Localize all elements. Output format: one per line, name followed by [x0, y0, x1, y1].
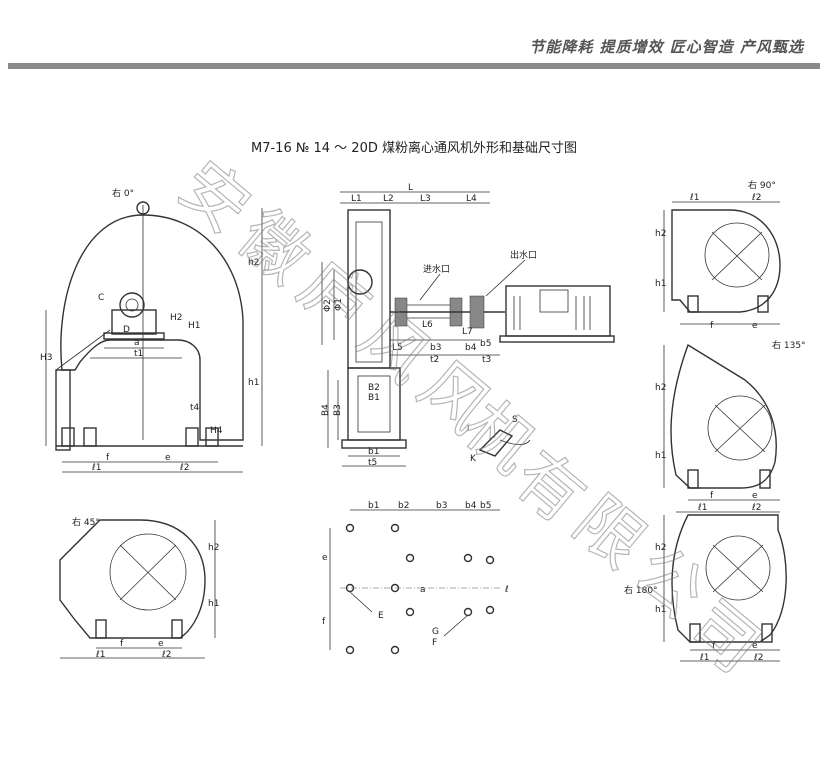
svg-text:H2: H2: [170, 313, 183, 323]
svg-text:ℓ2: ℓ2: [753, 653, 763, 663]
svg-text:f: f: [106, 453, 110, 463]
svg-text:f: f: [120, 639, 124, 649]
view-right-0: 右 0° C D H2 H1 a t1 H3 h2 h1 t4: [40, 187, 263, 473]
view-right-45: 右 45° h2 h1 f e ℓ1 ℓ2: [59, 516, 219, 660]
svg-text:h2: h2: [655, 383, 666, 393]
orientation-right-0: 右 0°: [112, 187, 134, 199]
svg-text:t4: t4: [190, 403, 200, 413]
svg-text:进水口: 进水口: [423, 263, 450, 275]
svg-text:ℓ1: ℓ1: [689, 193, 699, 203]
pedestal: [347, 367, 401, 441]
view-foundation: b1 b2 b3 b4 b5 e a f ℓ E G F: [322, 501, 509, 655]
svg-text:L3: L3: [420, 194, 431, 204]
svg-text:e: e: [752, 641, 758, 651]
svg-text:b5: b5: [480, 339, 491, 349]
svg-text:ℓ1: ℓ1: [699, 653, 709, 663]
inlet-flange: [347, 269, 373, 295]
svg-text:B4: B4: [321, 404, 331, 416]
svg-text:h1: h1: [248, 378, 259, 388]
svg-text:t5: t5: [368, 458, 377, 468]
bearing-0: [119, 292, 145, 318]
svg-text:ℓ2: ℓ2: [161, 650, 171, 660]
view-side: L L1 L2 L3 L4 L6 进水口 出水口 Φ2 Φ1: [321, 183, 615, 468]
svg-text:出水口: 出水口: [510, 249, 537, 261]
svg-text:S: S: [512, 415, 518, 425]
svg-text:Φ2: Φ2: [323, 299, 333, 312]
svg-text:ℓ1: ℓ1: [697, 503, 707, 513]
svg-text:b1: b1: [368, 447, 379, 457]
svg-text:L: L: [408, 183, 413, 193]
svg-text:D: D: [123, 325, 130, 335]
header-slogan: 节能降耗 提质增效 匠心智造 产风甄选: [529, 38, 804, 56]
svg-text:b2: b2: [398, 501, 409, 511]
svg-text:右 135°: 右 135°: [772, 339, 806, 351]
svg-text:b3: b3: [430, 343, 441, 353]
svg-text:h2: h2: [248, 258, 259, 268]
svg-text:t1: t1: [134, 349, 143, 359]
svg-text:L2: L2: [383, 194, 394, 204]
svg-text:e: e: [752, 321, 758, 331]
svg-text:e: e: [165, 453, 171, 463]
svg-text:L7: L7: [462, 327, 473, 337]
svg-text:E: E: [378, 611, 384, 621]
svg-text:C: C: [98, 293, 104, 303]
lifting-eye-0: [136, 201, 150, 215]
svg-text:f: f: [712, 641, 716, 651]
svg-text:F: F: [432, 638, 437, 648]
svg-text:B2: B2: [368, 383, 380, 393]
svg-text:H4: H4: [210, 426, 223, 436]
drawing-title: M7-16 № 14 ～ 20D 煤粉离心通风机外形和基础尺寸图: [251, 141, 577, 156]
svg-text:G: G: [432, 627, 439, 637]
svg-text:ℓ2: ℓ2: [751, 503, 761, 513]
svg-text:H1: H1: [188, 321, 201, 331]
svg-text:h1: h1: [655, 451, 666, 461]
svg-text:h1: h1: [208, 599, 219, 609]
svg-text:B1: B1: [368, 393, 380, 403]
svg-text:t2: t2: [430, 355, 439, 365]
svg-text:右 180°: 右 180°: [624, 584, 658, 596]
svg-text:K: K: [470, 454, 477, 464]
svg-text:f: f: [322, 617, 326, 627]
svg-text:L5: L5: [392, 343, 403, 353]
svg-text:b3: b3: [436, 501, 447, 511]
svg-text:e: e: [752, 491, 758, 501]
svg-text:h1: h1: [655, 605, 666, 615]
view-right-180: 右 180° h2 h1 f e ℓ1 ℓ2: [624, 514, 787, 663]
svg-text:右 90°: 右 90°: [748, 179, 776, 191]
svg-text:a: a: [420, 585, 426, 595]
svg-text:e: e: [158, 639, 164, 649]
svg-text:L6: L6: [422, 320, 433, 330]
svg-text:b4: b4: [465, 343, 477, 353]
svg-text:b5: b5: [480, 501, 491, 511]
svg-text:b1: b1: [368, 501, 379, 511]
svg-text:L4: L4: [466, 194, 477, 204]
svg-text:ℓ1: ℓ1: [95, 650, 105, 660]
view-right-135: 右 135° h2 h1 f e ℓ1 ℓ2: [655, 339, 806, 513]
svg-text:a: a: [134, 338, 140, 348]
svg-text:f: f: [710, 321, 714, 331]
svg-text:b4: b4: [465, 501, 477, 511]
view-right-90: 右 90° ℓ1 ℓ2 h2 h1 f e: [655, 179, 781, 331]
svg-text:ℓ1: ℓ1: [91, 463, 101, 473]
svg-text:ℓ2: ℓ2: [751, 193, 761, 203]
svg-text:Φ1: Φ1: [334, 298, 344, 311]
svg-text:e: e: [322, 553, 328, 563]
svg-text:h2: h2: [655, 543, 666, 553]
svg-text:H3: H3: [40, 353, 53, 363]
motor: [505, 285, 611, 337]
header-divider: [8, 63, 820, 69]
svg-text:B3: B3: [333, 404, 343, 416]
fan-casing-0: [60, 214, 244, 441]
svg-text:L1: L1: [351, 194, 362, 204]
svg-text:h2: h2: [655, 229, 666, 239]
svg-text:t3: t3: [482, 355, 491, 365]
svg-text:ℓ2: ℓ2: [179, 463, 189, 473]
svg-text:f: f: [710, 491, 714, 501]
svg-text:h1: h1: [655, 279, 666, 289]
svg-text:h2: h2: [208, 543, 219, 553]
svg-text:ℓ: ℓ: [504, 585, 509, 595]
svg-text:右 45°: 右 45°: [72, 516, 100, 528]
